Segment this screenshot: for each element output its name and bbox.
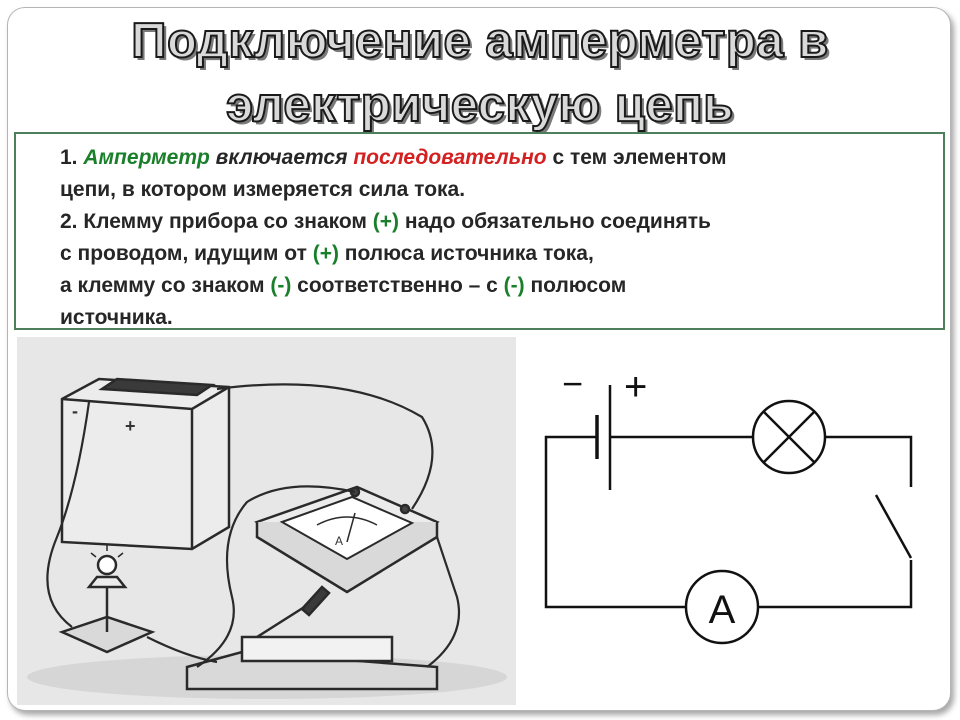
switch-blade <box>874 494 913 559</box>
wire-top-right <box>826 435 913 487</box>
rule-1-rest: с тем элементом <box>546 146 727 169</box>
switch-drawing <box>185 585 439 691</box>
word-ammeter: Амперметр <box>83 146 210 169</box>
rule-1-line-1: 1. Амперметр включается последовательно … <box>60 142 727 174</box>
rule-2-text-a: 2. Клемму прибора со знаком <box>60 210 373 233</box>
slide-title-line-2: электрическую цепь <box>225 77 734 133</box>
ammeter-drawing <box>254 485 440 594</box>
rule-1-number: 1. <box>60 146 84 169</box>
rule-2-line-3: а клемму со знаком (-) соответственно – … <box>60 270 626 302</box>
connecting-wires <box>46 383 461 668</box>
rule-2-line-2: с проводом, идущим от (+) полюса источни… <box>60 238 594 270</box>
lamp-cross-2 <box>763 411 815 463</box>
word-in-series: последовательно <box>353 146 547 169</box>
wire-right-bottom <box>758 560 913 609</box>
rule-2-text-b: надо обязательно соединять <box>399 210 711 233</box>
lamp-symbol <box>751 399 827 475</box>
lamp-drawing <box>58 545 156 654</box>
schematic-minus-label: − <box>562 363 583 404</box>
wire-left-bottom <box>544 435 686 609</box>
circuit-illustration: - + A <box>17 337 516 705</box>
ammeter-dial-letter: A <box>335 534 343 548</box>
rule-2-text-f: соответственно – с <box>291 274 504 297</box>
rule-1-line-2: цепи, в котором измеряется сила тока. <box>60 178 466 201</box>
ammeter-symbol <box>684 569 760 645</box>
rule-2-text-d: полюса источника тока, <box>338 242 594 265</box>
schematic-plus-label: + <box>624 365 647 409</box>
minus-sign-1: (-) <box>270 274 292 297</box>
battery-plus-mark: + <box>125 416 136 436</box>
rule-2-text-e: а клемму со знаком <box>60 274 271 297</box>
battery-minus-mark: - <box>72 401 78 421</box>
word-connected: включается <box>209 146 354 169</box>
rule-2-text-g: полюсом <box>524 274 627 297</box>
rule-2-text-c: с проводом, идущим от <box>60 242 313 265</box>
plus-sign-2: (+) <box>312 242 339 265</box>
plus-sign-1: (+) <box>372 210 400 233</box>
rule-2-line-4: источника. <box>60 306 173 329</box>
schematic-ammeter-label: A <box>709 588 736 632</box>
rules-text-box <box>14 132 945 330</box>
rule-2-line-1: 2. Клемму прибора со знаком (+) надо обя… <box>60 206 711 238</box>
minus-sign-2: (-) <box>503 274 525 297</box>
slide-title-line-1: Подключение амперметра в <box>130 13 829 69</box>
circuit-schematic: − + A <box>544 363 913 645</box>
battery-drawing <box>60 377 231 551</box>
